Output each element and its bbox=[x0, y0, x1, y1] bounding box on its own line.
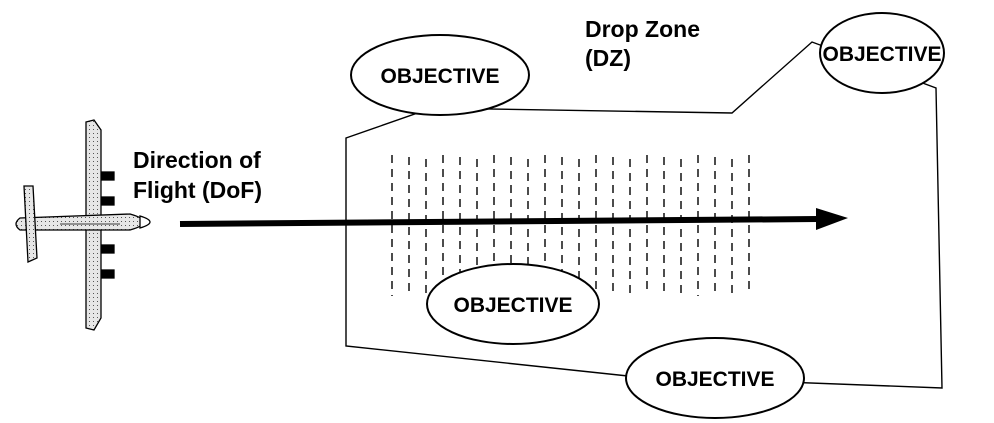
drop-zone-label-line2: (DZ) bbox=[585, 45, 631, 71]
objective-label: OBJECTIVE bbox=[822, 43, 941, 66]
transport-aircraft-icon bbox=[15, 119, 151, 331]
direction-of-flight-label-line2: Flight (DoF) bbox=[133, 177, 262, 203]
objective-top-right: OBJECTIVE bbox=[819, 12, 945, 94]
drop-zone-label-line1: Drop Zone bbox=[585, 16, 700, 42]
direction-arrow bbox=[179, 208, 848, 230]
objective-label: OBJECTIVE bbox=[380, 65, 499, 88]
objective-label: OBJECTIVE bbox=[655, 368, 774, 391]
objective-top-left: OBJECTIVE bbox=[350, 34, 530, 116]
drop-zone-boundary bbox=[345, 41, 943, 389]
objective-label: OBJECTIVE bbox=[453, 294, 572, 317]
objective-center: OBJECTIVE bbox=[426, 263, 600, 345]
direction-of-flight-label-line1: Direction of bbox=[133, 147, 261, 173]
objective-bottom-right: OBJECTIVE bbox=[625, 337, 805, 419]
